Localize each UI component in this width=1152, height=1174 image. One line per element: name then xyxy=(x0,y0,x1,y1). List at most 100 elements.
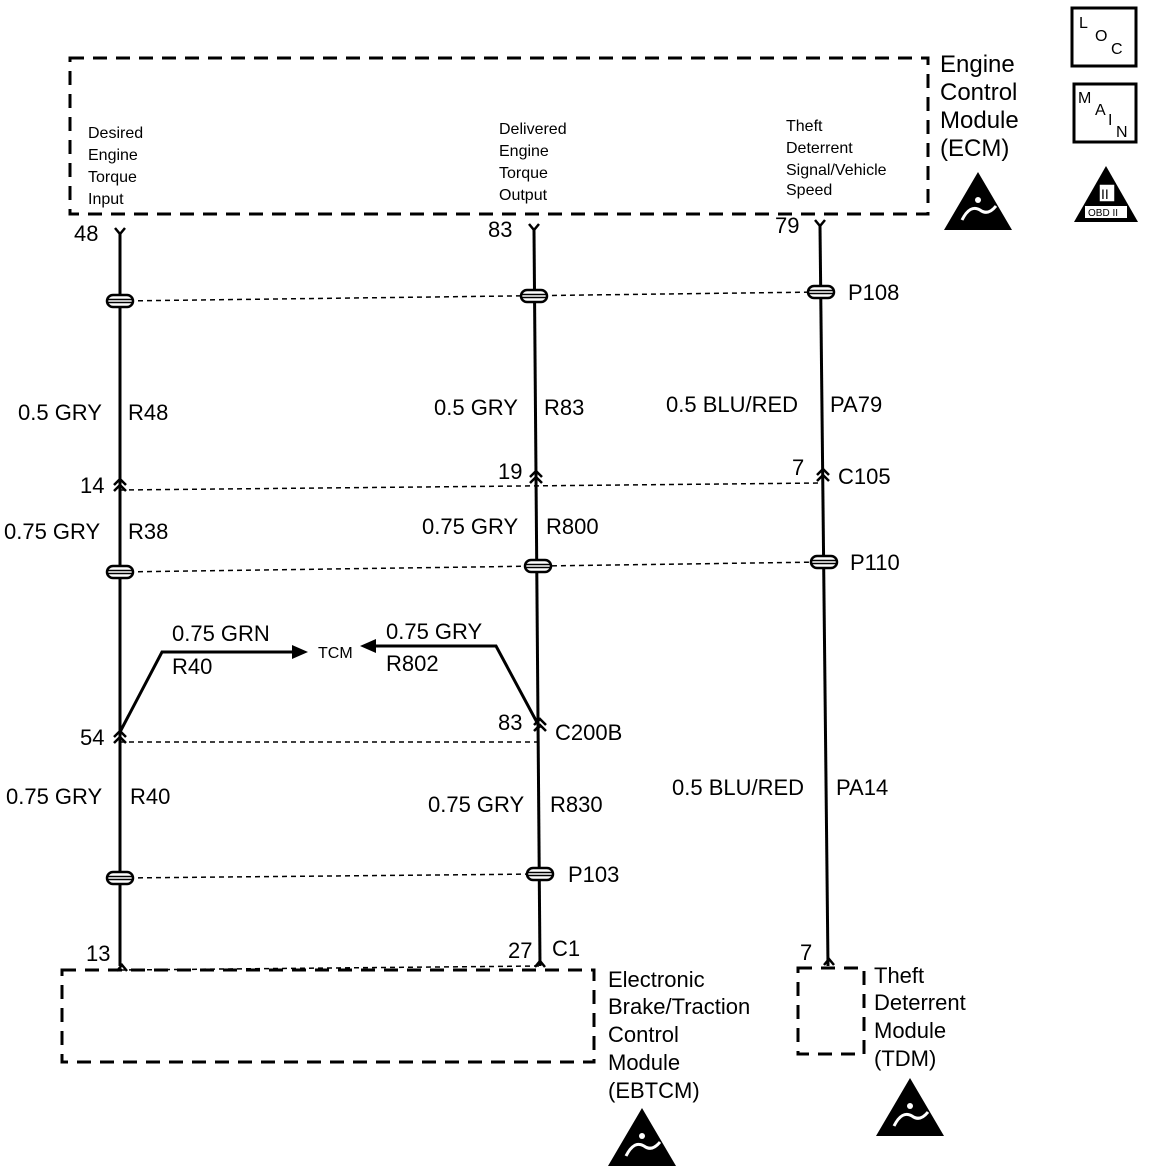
splice-pack-icon[interactable] xyxy=(105,870,135,886)
svg-text:R800: R800 xyxy=(546,514,599,539)
ecm-output-delivered-torque-label: Delivered Engine Torque Output xyxy=(499,121,567,204)
svg-text:R40: R40 xyxy=(172,654,212,679)
wire-label-pa14: 0.5 BLU/RED PA14 xyxy=(672,775,888,800)
svg-text:R38: R38 xyxy=(128,519,168,544)
arrow-to-tcm-icon xyxy=(360,639,376,653)
svg-text:Theft: Theft xyxy=(786,118,823,135)
svg-text:R802: R802 xyxy=(386,651,439,676)
splice-pack-icon[interactable] xyxy=(105,293,135,309)
svg-text:(TDM): (TDM) xyxy=(874,1046,936,1071)
svg-text:Engine: Engine xyxy=(940,51,1015,78)
arrow-to-tcm-icon xyxy=(292,645,308,659)
svg-text:Signal/Vehicle: Signal/Vehicle xyxy=(786,162,887,179)
wire-label-pa79: 0.5 BLU/RED PA79 xyxy=(666,392,882,417)
wire-right-circuit[interactable] xyxy=(818,225,830,967)
ecm-pin-79: 79 xyxy=(775,213,799,238)
svg-text:Desired: Desired xyxy=(88,125,143,142)
splice-pack-icon[interactable] xyxy=(525,866,555,882)
connector-c1-line xyxy=(119,965,541,971)
loc-letter-l: L xyxy=(1079,15,1088,32)
ecm-pin-83-terminal xyxy=(527,222,541,232)
svg-text:R830: R830 xyxy=(550,792,603,817)
svg-text:Theft: Theft xyxy=(874,963,924,988)
esd-warning-icon xyxy=(944,172,1012,230)
tdm-pin-7: 7 xyxy=(800,940,812,965)
svg-text:0.75 GRN: 0.75 GRN xyxy=(172,621,270,646)
svg-text:Electronic: Electronic xyxy=(608,967,705,992)
c105-pin-7: 7 xyxy=(792,455,804,480)
wire-label-r83: 0.5 GRY R83 xyxy=(434,395,584,420)
svg-text:Speed: Speed xyxy=(786,182,832,199)
wire-r802-to-tcm[interactable] xyxy=(372,644,542,729)
svg-text:0.5 GRY: 0.5 GRY xyxy=(18,400,102,425)
splice-pack-icon[interactable] xyxy=(806,284,836,300)
connector-c1-label: C1 xyxy=(552,936,580,961)
obd-ii-icon[interactable]: II OBD II xyxy=(1074,166,1138,222)
splice-pack-icon[interactable] xyxy=(105,564,135,580)
wire-label-r48: 0.5 GRY R48 xyxy=(18,400,168,425)
wire-label-r800: 0.75 GRY R800 xyxy=(422,514,599,539)
svg-text:Delivered: Delivered xyxy=(499,121,567,138)
ecm-input-desired-torque-label: Desired Engine Torque Input xyxy=(88,125,143,208)
svg-text:0.5 BLU/RED: 0.5 BLU/RED xyxy=(666,392,798,417)
connector-c200b-label: C200B xyxy=(555,720,622,745)
splice-p110-label: P110 xyxy=(850,550,900,575)
main-letter-n: N xyxy=(1116,124,1128,141)
splice-p103-label: P103 xyxy=(568,862,619,887)
loc-icon[interactable]: L O C xyxy=(1070,6,1138,68)
svg-text:PA14: PA14 xyxy=(836,775,888,800)
tdm-box[interactable] xyxy=(796,966,866,1056)
svg-text:Control: Control xyxy=(940,79,1017,106)
c1-pin-13: 13 xyxy=(86,941,110,966)
svg-text:PA79: PA79 xyxy=(830,392,882,417)
wire-middle-circuit[interactable] xyxy=(532,229,542,967)
ecm-pin-79-terminal xyxy=(813,218,827,228)
c105-pin-14: 14 xyxy=(80,473,104,498)
wire-label-r802: 0.75 GRY R802 xyxy=(386,619,483,676)
ecm-pin-48: 48 xyxy=(74,221,98,246)
svg-text:Deterrent: Deterrent xyxy=(874,990,966,1015)
svg-text:Module: Module xyxy=(608,1050,680,1075)
ecm-name: Engine Control Module (ECM) xyxy=(940,51,1019,162)
svg-text:0.75 GRY: 0.75 GRY xyxy=(428,792,525,817)
splice-pack-icon[interactable] xyxy=(809,554,839,570)
ebtcm-box[interactable] xyxy=(60,968,596,1064)
loc-letter-c: C xyxy=(1111,41,1123,58)
svg-text:(EBTCM): (EBTCM) xyxy=(608,1078,700,1103)
esd-warning-icon xyxy=(608,1108,676,1166)
svg-text:Control: Control xyxy=(608,1022,679,1047)
svg-text:R40: R40 xyxy=(130,784,170,809)
svg-text:Engine: Engine xyxy=(88,147,138,164)
svg-text:Module: Module xyxy=(874,1018,946,1043)
ecm-theft-deterrent-signal-label: Theft Deterrent Signal/Vehicle Speed xyxy=(786,118,887,199)
svg-text:Output: Output xyxy=(499,187,548,204)
obd-roman-numeral: II xyxy=(1101,186,1109,202)
ecm-pin-48-terminal xyxy=(113,226,127,236)
splice-pack-line xyxy=(119,291,821,302)
svg-text:Module: Module xyxy=(940,107,1019,134)
connector-c105-label: C105 xyxy=(838,464,891,489)
svg-text:0.5 BLU/RED: 0.5 BLU/RED xyxy=(672,775,804,800)
svg-text:(ECM): (ECM) xyxy=(940,135,1009,162)
svg-text:0.75 GRY: 0.75 GRY xyxy=(4,519,101,544)
splice-pack-icon[interactable] xyxy=(519,288,549,304)
wire-r40-to-tcm[interactable] xyxy=(118,650,296,733)
c105-pin-19: 19 xyxy=(498,459,522,484)
esd-warning-icon xyxy=(876,1078,944,1136)
main-letter-m: M xyxy=(1078,90,1091,107)
tdm-name: Theft Deterrent Module (TDM) xyxy=(874,963,966,1071)
svg-text:Brake/Traction: Brake/Traction xyxy=(608,994,750,1019)
main-letter-i: I xyxy=(1108,112,1112,129)
tcm-label: TCM xyxy=(318,645,353,662)
obd-label: OBD II xyxy=(1088,208,1118,219)
svg-text:0.75 GRY: 0.75 GRY xyxy=(6,784,103,809)
main-icon[interactable]: M A I N xyxy=(1072,82,1138,144)
splice-pack-icon[interactable] xyxy=(523,558,553,574)
wire-label-r40-to-tcm: 0.75 GRN R40 xyxy=(172,621,270,679)
svg-text:Engine: Engine xyxy=(499,143,549,160)
splice-pack-line xyxy=(119,873,541,879)
c200b-pin-83: 83 xyxy=(498,710,522,735)
svg-text:Deterrent: Deterrent xyxy=(786,140,853,157)
svg-text:Input: Input xyxy=(88,191,124,208)
